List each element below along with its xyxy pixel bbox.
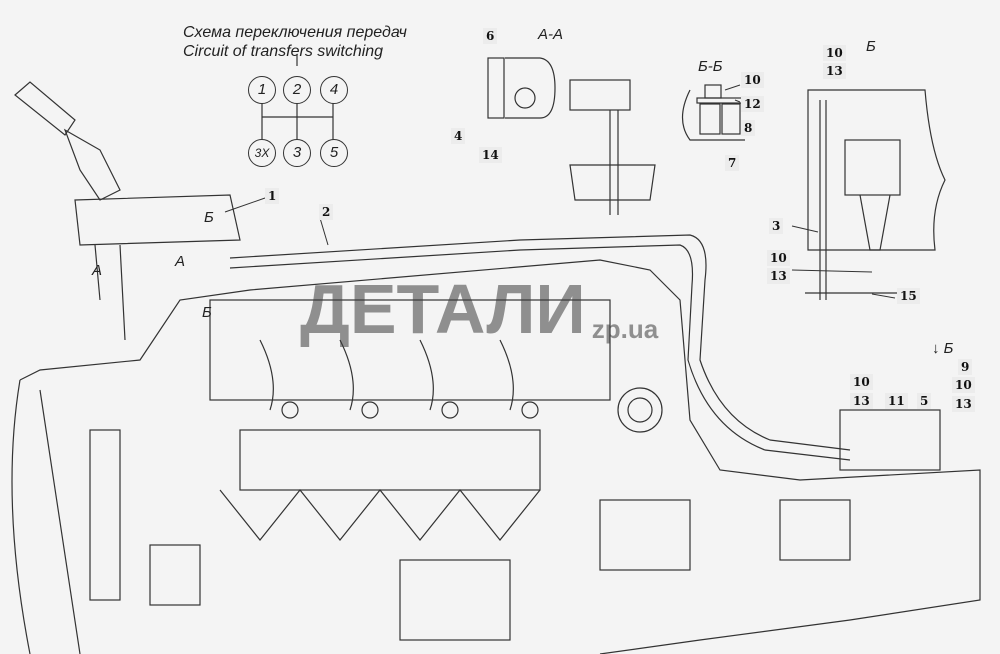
callout-2: 2 [319,204,334,220]
marker-a-left: А [92,262,103,279]
callout-vb-3: 3 [769,218,784,234]
section-aa-drawing [487,57,656,215]
gear-position-4: 4 [320,76,348,104]
section-bb-drawing [681,84,745,141]
gear-position-5: 5 [320,139,348,167]
watermark-domain: zp.ua [591,314,659,344]
shift-rod [229,234,851,461]
view-b-drawing [805,89,946,300]
callout-9: 9 [958,359,973,375]
watermark-group: ДЕТАЛИ zp.ua [300,272,658,346]
callout-1: 1 [265,188,280,204]
leader-lines [224,84,896,299]
callout-bb-8: 8 [741,120,756,136]
marker-b-bottom: Б [202,304,212,321]
view-b-arrow-label: ↓ Б [932,340,954,357]
gear-position-3: 3 [283,139,311,167]
callout-vb-15: 15 [897,288,920,304]
callout-vb-10-top: 10 [823,45,846,61]
callout-vb-10-bottom: 10 [767,250,790,266]
section-bb-label: Б-Б [698,58,723,75]
callout-right-13-right: 13 [952,396,975,412]
callout-bb-12: 12 [741,96,764,112]
callout-14: 14 [479,147,502,163]
watermark: ДЕТАЛИ [300,270,586,348]
shift-lever [14,81,241,341]
gear-position-1: 1 [248,76,276,104]
callout-right-10-left: 10 [850,374,873,390]
title-en: Circuit of transfers switching [183,43,384,60]
callout-vb-13-bottom: 13 [767,268,790,284]
callout-right-13-left: 13 [850,393,873,409]
callout-6: 6 [483,28,498,44]
callout-11: 11 [885,393,908,409]
gear-position-3x: 3Х [248,139,276,167]
callout-bb-10: 10 [741,72,764,88]
engine-body [11,259,981,654]
gear-position-2: 2 [283,76,311,104]
gear-scheme-lines [261,55,334,140]
section-aa-label: А-А [538,26,564,43]
title-ru: Схема переключения передач [183,24,407,41]
marker-b-top: Б [204,209,214,226]
callout-5: 5 [917,393,932,409]
injector-pipes [259,339,539,419]
callout-vb-13-top: 13 [823,63,846,79]
callout-4: 4 [451,128,466,144]
callout-bb-7: 7 [725,155,740,171]
marker-a-right: А [175,253,186,270]
view-b-label: Б [866,38,876,55]
callout-right-10-right: 10 [952,377,975,393]
